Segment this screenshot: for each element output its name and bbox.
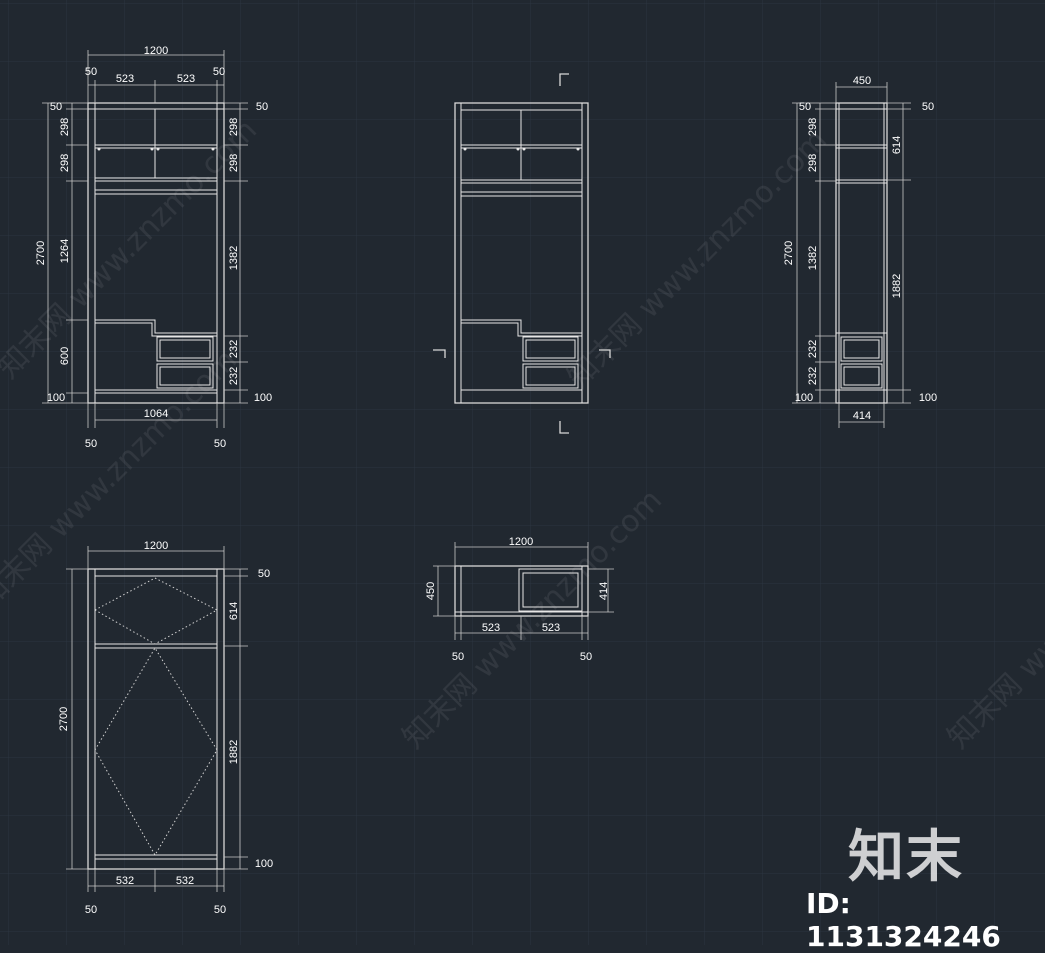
plan-drawer-block: [518, 568, 583, 612]
dim-front-left-298a: 298: [59, 118, 71, 136]
image-id-label: ID: 1131324246: [806, 887, 1001, 953]
side-elevation: 450 50 298 298 2700 1382 232 232 100 50 …: [783, 75, 937, 428]
dim-front-left-lower: 600: [59, 347, 71, 365]
dim-door-left-total: 2700: [58, 707, 70, 731]
side-drawer-lower: [840, 363, 883, 389]
front-outline: [87, 102, 225, 404]
dim-front-bottom-right: 50: [214, 438, 226, 450]
dim-door-width: 1200: [144, 540, 168, 552]
dim-front-left-base: 100: [47, 392, 65, 404]
door-outline: [87, 568, 225, 870]
dim-side-left-232a: 232: [807, 340, 819, 358]
dim-door-right-base: 100: [255, 858, 273, 870]
dim-side-left-232b: 232: [807, 367, 819, 385]
dim-plan-bottom-left-half: 523: [482, 622, 500, 634]
dim-door-right-top: 50: [258, 568, 270, 580]
section-elevation: [433, 73, 611, 434]
dim-side-bottom-inner: 414: [853, 410, 871, 422]
dim-door-bottom-right-half: 532: [176, 875, 194, 887]
dim-front-half-left: 523: [116, 73, 134, 85]
dim-plan-inner-depth: 414: [598, 582, 610, 600]
dim-side-left-298a: 298: [807, 118, 819, 136]
dim-front-right-main: 1382: [228, 246, 240, 270]
dim-plan-bottom-side-right: 50: [580, 651, 592, 663]
dim-front-side-right: 50: [213, 66, 225, 78]
door-elevation: 1200 2700 50 614 1882 100 532 532 50 50: [58, 540, 273, 916]
dim-door-bottom-side-right: 50: [214, 904, 226, 916]
plan-view: 1200 450 414 523 523 50 50: [425, 536, 614, 663]
upper-door-swing: [94, 577, 219, 645]
dim-front-right-232a: 232: [228, 340, 240, 358]
dim-plan-bottom-side-left: 50: [452, 651, 464, 663]
dim-side-right-1882: 1882: [891, 274, 903, 298]
dim-front-right-top: 50: [256, 101, 268, 113]
dim-front-right-232b: 232: [228, 367, 240, 385]
dim-side-left-top: 50: [799, 101, 811, 113]
dim-side-left-total: 2700: [783, 241, 795, 265]
dim-front-bottom-left: 50: [85, 438, 97, 450]
brand-logo-text: 知末: [848, 825, 964, 890]
dim-front-half-right: 523: [177, 73, 195, 85]
dim-front-right-298a: 298: [228, 118, 240, 136]
dim-side-left-base: 100: [795, 392, 813, 404]
dim-plan-width: 1200: [509, 536, 533, 548]
dim-front-left-upper: 1264: [59, 239, 71, 263]
dim-front-left-total: 2700: [35, 241, 47, 265]
dim-front-left-top: 50: [50, 101, 62, 113]
front-lower-shelf: [95, 319, 217, 334]
dim-side-left-main: 1382: [807, 246, 819, 270]
front-drawer-lower: [156, 363, 214, 389]
dim-side-left-298b: 298: [807, 154, 819, 172]
section-marker-top: [559, 73, 569, 86]
dim-front-bottom-inner: 1064: [144, 408, 168, 420]
section-marker-bottom: [559, 421, 569, 434]
dim-side-right-614: 614: [891, 136, 903, 154]
plan-outline: [454, 565, 589, 617]
dim-plan-depth: 450: [425, 582, 437, 600]
side-drawer-upper: [840, 336, 883, 362]
dim-side-width: 450: [853, 75, 871, 87]
dim-plan-bottom-right-half: 523: [542, 622, 560, 634]
side-outline: [835, 102, 888, 404]
dim-front-width: 1200: [144, 45, 168, 57]
section-marker-right: [599, 349, 611, 358]
dim-front-right-base: 100: [254, 392, 272, 404]
dim-door-right-1882: 1882: [228, 740, 240, 764]
section-outline: [454, 102, 589, 404]
front-drawer-upper: [156, 336, 214, 362]
dim-front-right-298b: 298: [228, 154, 240, 172]
dim-front-side-left: 50: [85, 66, 97, 78]
dim-side-right-top: 50: [922, 101, 934, 113]
dim-door-bottom-left-half: 532: [116, 875, 134, 887]
dim-front-left-298b: 298: [59, 154, 71, 172]
section-marker-left: [433, 349, 446, 358]
front-elevation: 1200 50 50 523 523 50 298 298 2700 1264 …: [35, 45, 272, 450]
dim-side-right-base: 100: [919, 392, 937, 404]
dim-door-right-614: 614: [228, 602, 240, 620]
dim-door-bottom-side-left: 50: [85, 904, 97, 916]
